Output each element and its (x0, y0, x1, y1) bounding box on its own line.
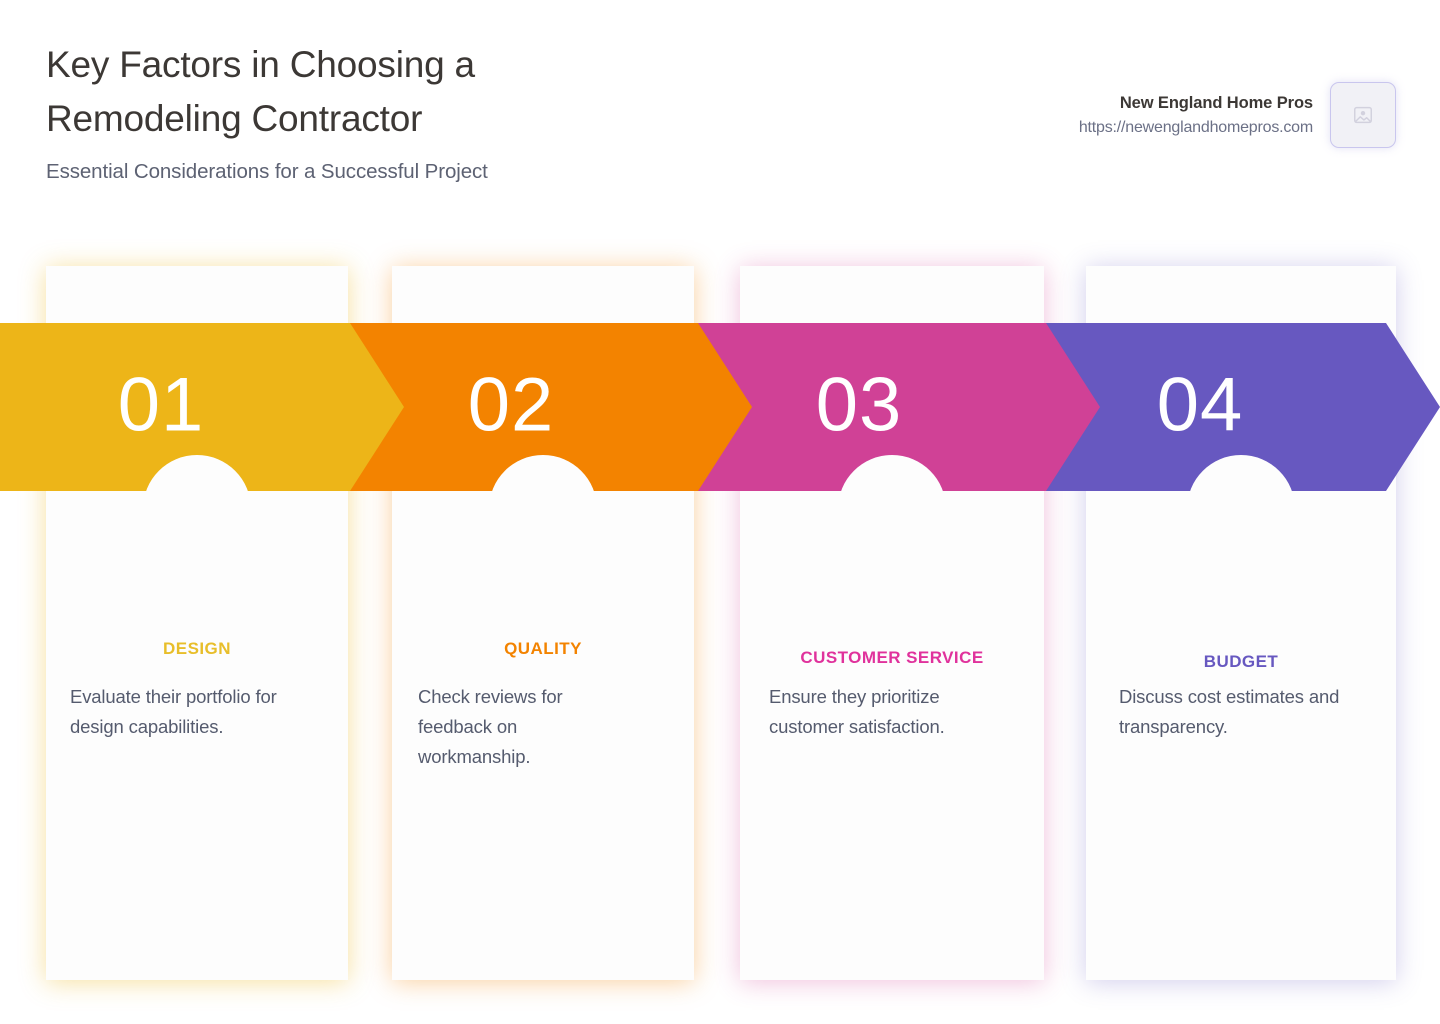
step-card-1-description: Evaluate their portfolio for design capa… (70, 686, 277, 738)
page-title-line-1: Key Factors in Choosing a (46, 44, 475, 85)
step-card-2-description: Check reviews for feedback on workmanshi… (418, 686, 563, 768)
page-subtitle: Essential Considerations for a Successfu… (46, 159, 488, 183)
notch-2 (489, 455, 597, 563)
broken-image-icon (1354, 106, 1372, 124)
notch-1 (143, 455, 251, 563)
chevron-step-4: 04 (1046, 323, 1440, 491)
notch-3 (838, 455, 946, 563)
step-card-4-title: BUDGET (1203, 652, 1279, 671)
step-card-4-description: Discuss cost estimates and transparency. (1119, 686, 1340, 738)
step-number-1: 01 (117, 362, 205, 448)
step-number-3: 03 (815, 362, 903, 448)
step-number-banner: 04 03 02 01 (0, 323, 1440, 563)
notch-4 (1187, 455, 1295, 563)
brand-block: New England Home Pros https://newengland… (1079, 82, 1396, 148)
step-number-2: 02 (467, 362, 555, 448)
step-card-2-title: QUALITY (504, 639, 582, 658)
step-card-3-title: CUSTOMER SERVICE (800, 648, 984, 667)
step-card-1-title: DESIGN (163, 639, 231, 658)
header-title-block: Key Factors in Choosing a Remodeling Con… (46, 38, 806, 184)
step-number-4: 04 (1156, 362, 1244, 448)
brand-name: New England Home Pros (1119, 93, 1313, 112)
page-title-line-2: Remodeling Contractor (46, 98, 423, 140)
page-title: Key Factors in Choosing a Remodeling Con… (46, 38, 806, 147)
brand-logo-placeholder (1330, 82, 1396, 148)
brand-text: New England Home Pros https://newengland… (1079, 94, 1313, 137)
brand-url[interactable]: https://newenglandhomepros.com (1078, 118, 1313, 136)
step-card-3-description: Ensure they prioritize customer satisfac… (769, 686, 945, 738)
